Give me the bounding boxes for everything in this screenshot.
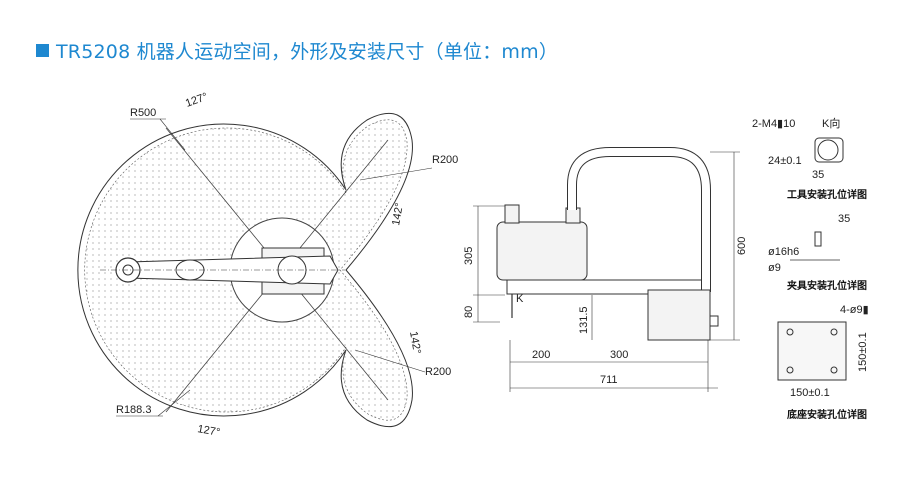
clamp-d35-label: 35 [838,213,850,225]
limit-line-upper [165,127,283,271]
label-200: 200 [532,349,550,361]
label-r200-top: R200 [432,154,458,166]
workspace-top-view: R500 127° R200 142° 142° R200 R188.3 127… [77,91,458,439]
label-711: 711 [600,374,618,386]
base-caption: 底座安装孔位详图 [787,408,867,421]
side-lower-base [647,289,711,341]
detail-tool-mount: 2-M4▮10 K向 24±0.1 35 工具安装孔位详图 [752,116,867,201]
robot-arm-top [100,247,345,295]
base-holes-label: 4-ø9▮ [840,304,869,316]
label-angle-side-top: 142° [390,202,406,227]
label-r188: R188.3 [116,404,151,416]
page-title: TR5208 机器人运动空间，外形及安装尺寸（单位：mm） [56,40,559,63]
tool-caption: 工具安装孔位详图 [787,188,867,201]
tool-d35-label: 35 [812,169,824,181]
label-angle-bottom: 127° [196,423,221,439]
label-305: 305 [463,247,475,265]
label-angle-side-bottom: 142° [407,330,423,355]
clamp-hole-label: ø9 [768,262,781,274]
label-k: K [516,293,524,305]
label-80: 80 [463,306,475,318]
title-bullet-icon [36,43,49,57]
tool-thread-label: 2-M4▮10 [752,118,795,130]
detail-base-mount: 4-ø9▮ 150±0.1 150±0.1 底座安装孔位详图 [777,304,869,421]
base-d150v-label: 150±0.1 [857,332,869,372]
base-d150h-label: 150±0.1 [790,387,830,399]
label-131-5: 131.5 [578,306,590,334]
label-300: 300 [610,349,628,361]
label-r200-bottom: R200 [425,366,451,378]
clamp-caption: 夹具安装孔位详图 [787,279,867,292]
page-title-row: TR5208 机器人运动空间，外形及安装尺寸（单位：mm） [36,36,558,64]
tool-d24-label: 24±0.1 [768,155,802,167]
side-view: K 305 80 131.5 600 200 300 711 [463,147,748,392]
side-base-column [496,221,588,281]
tool-k-dir-label: K向 [822,116,840,130]
label-r500: R500 [130,107,156,119]
detail-clamp-mount: 35 ø16h6 ø9 夹具安装孔位详图 [768,213,867,292]
side-cable-arch [567,147,711,292]
clamp-shaft-label: ø16h6 [768,246,799,258]
label-600: 600 [736,237,748,255]
label-angle-top: 127° [184,91,209,110]
